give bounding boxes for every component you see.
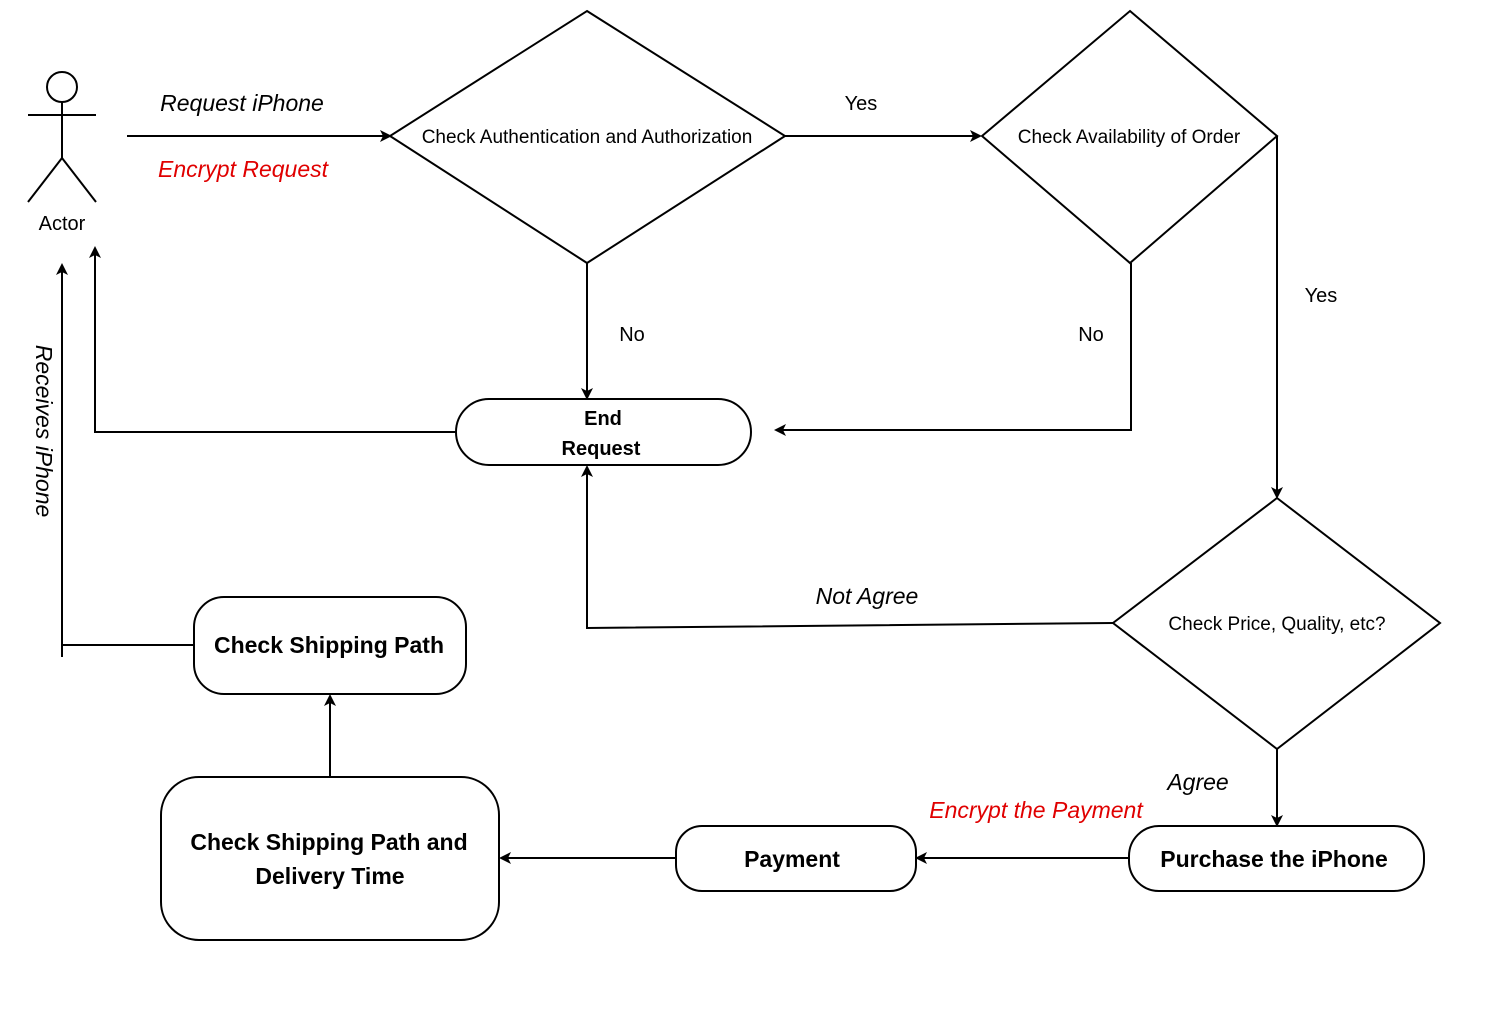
delivery-label-line1: Check Shipping Path and: [190, 829, 467, 855]
end-label-line1: End: [584, 408, 622, 430]
label-yes-auth: Yes: [845, 93, 878, 115]
actor-label: Actor: [39, 213, 86, 235]
label-yes-availability: Yes: [1305, 285, 1338, 307]
label-encrypt-payment: Encrypt the Payment: [929, 797, 1144, 823]
edge-availability-no: [774, 263, 1132, 436]
shipping-path-label: Check Shipping Path: [214, 632, 444, 658]
label-request-iphone: Request iPhone: [160, 90, 324, 116]
process-purchase: Purchase the iPhone: [1128, 825, 1425, 892]
label-no-auth: No: [619, 324, 645, 346]
process-shipping-path: Check Shipping Path: [193, 596, 467, 695]
edge-shipping-to-actor: [56, 263, 194, 646]
terminal-end-request: End Request: [455, 398, 752, 466]
label-agree: Agree: [1165, 769, 1228, 795]
decision-availability-label: Check Availability of Order: [1018, 127, 1241, 148]
end-label-line2: Request: [562, 438, 641, 460]
delivery-label-line2: Delivery Time: [255, 863, 404, 889]
decision-price: Check Price, Quality, etc?: [1111, 496, 1442, 751]
decision-availability: Check Availability of Order: [980, 9, 1279, 265]
purchase-label: Purchase the iPhone: [1160, 846, 1388, 872]
decision-auth-label: Check Authentication and Authorization: [422, 127, 753, 148]
label-encrypt-request: Encrypt Request: [158, 156, 330, 182]
process-delivery: Check Shipping Path and Delivery Time: [160, 776, 500, 941]
process-payment: Payment: [675, 825, 917, 892]
actor-icon: [27, 71, 97, 203]
edge-end-to-actor: [89, 246, 456, 433]
label-no-availability: No: [1078, 324, 1104, 346]
label-receives-iphone: Receives iPhone: [31, 345, 57, 518]
decision-price-label: Check Price, Quality, etc?: [1168, 614, 1385, 635]
label-not-agree: Not Agree: [816, 583, 919, 609]
connectors: [56, 130, 1283, 864]
decision-auth: Check Authentication and Authorization: [388, 9, 787, 265]
edge-price-not-agree: [581, 465, 1114, 630]
payment-label: Payment: [744, 846, 840, 872]
